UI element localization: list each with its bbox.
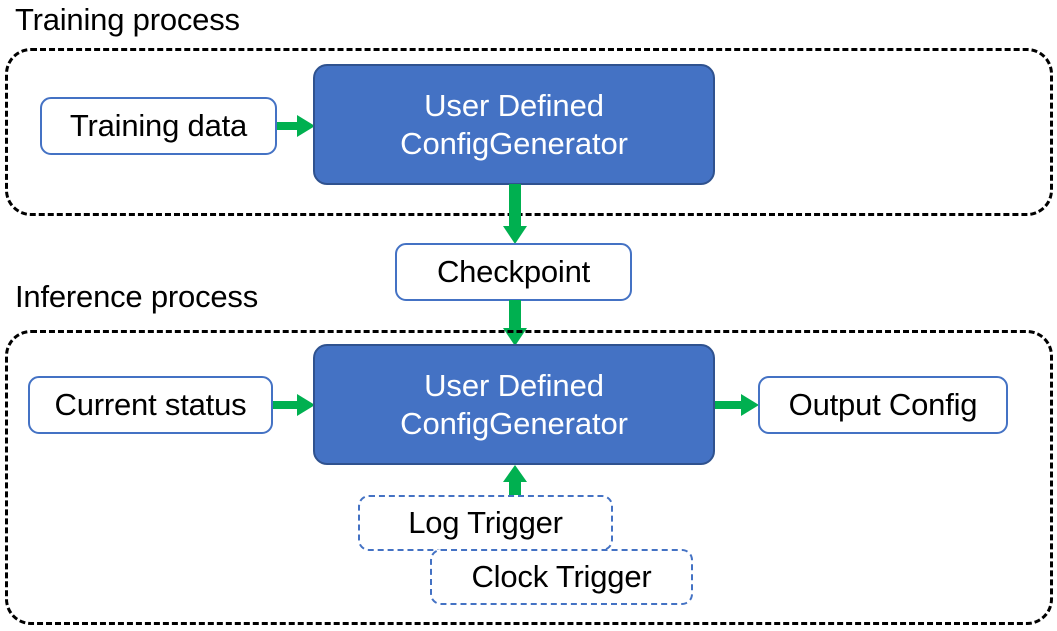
node-output-config-label: Output Config	[788, 386, 978, 422]
node-inference-config-generator[interactable]: User Defined ConfigGenerator	[313, 344, 715, 465]
node-train-config-generator[interactable]: User Defined ConfigGenerator	[313, 64, 715, 185]
node-clock-trigger[interactable]: Clock Trigger	[430, 549, 693, 605]
node-checkpoint-label: Checkpoint	[436, 253, 591, 289]
node-train-config-generator-line2: ConfigGenerator	[400, 125, 628, 161]
node-output-config[interactable]: Output Config	[758, 376, 1008, 434]
arrow-training-data-to-generator	[277, 112, 317, 140]
training-process-container	[5, 48, 1053, 216]
training-process-title: Training process	[15, 2, 240, 37]
arrow-current-status-to-generator	[273, 391, 317, 419]
node-current-status-label: Current status	[54, 386, 247, 422]
node-inference-config-generator-line1: User Defined	[424, 367, 604, 403]
arrow-generator-to-output-config	[715, 391, 761, 419]
node-inference-config-generator-line2: ConfigGenerator	[400, 405, 628, 441]
node-train-config-generator-label: User Defined ConfigGenerator	[400, 87, 628, 163]
node-training-data[interactable]: Training data	[40, 97, 277, 155]
node-checkpoint[interactable]: Checkpoint	[395, 243, 632, 301]
arrow-log-trigger-to-generator	[500, 464, 530, 500]
node-inference-config-generator-label: User Defined ConfigGenerator	[400, 367, 628, 443]
node-log-trigger-label: Log Trigger	[408, 504, 563, 540]
inference-process-container	[5, 330, 1053, 625]
inference-process-title: Inference process	[15, 279, 259, 314]
node-log-trigger[interactable]: Log Trigger	[358, 495, 613, 551]
node-train-config-generator-line1: User Defined	[424, 87, 604, 123]
arrow-generator-to-checkpoint	[500, 184, 530, 246]
node-training-data-label: Training data	[69, 107, 248, 143]
node-clock-trigger-label: Clock Trigger	[471, 558, 652, 594]
node-current-status[interactable]: Current status	[28, 376, 273, 434]
